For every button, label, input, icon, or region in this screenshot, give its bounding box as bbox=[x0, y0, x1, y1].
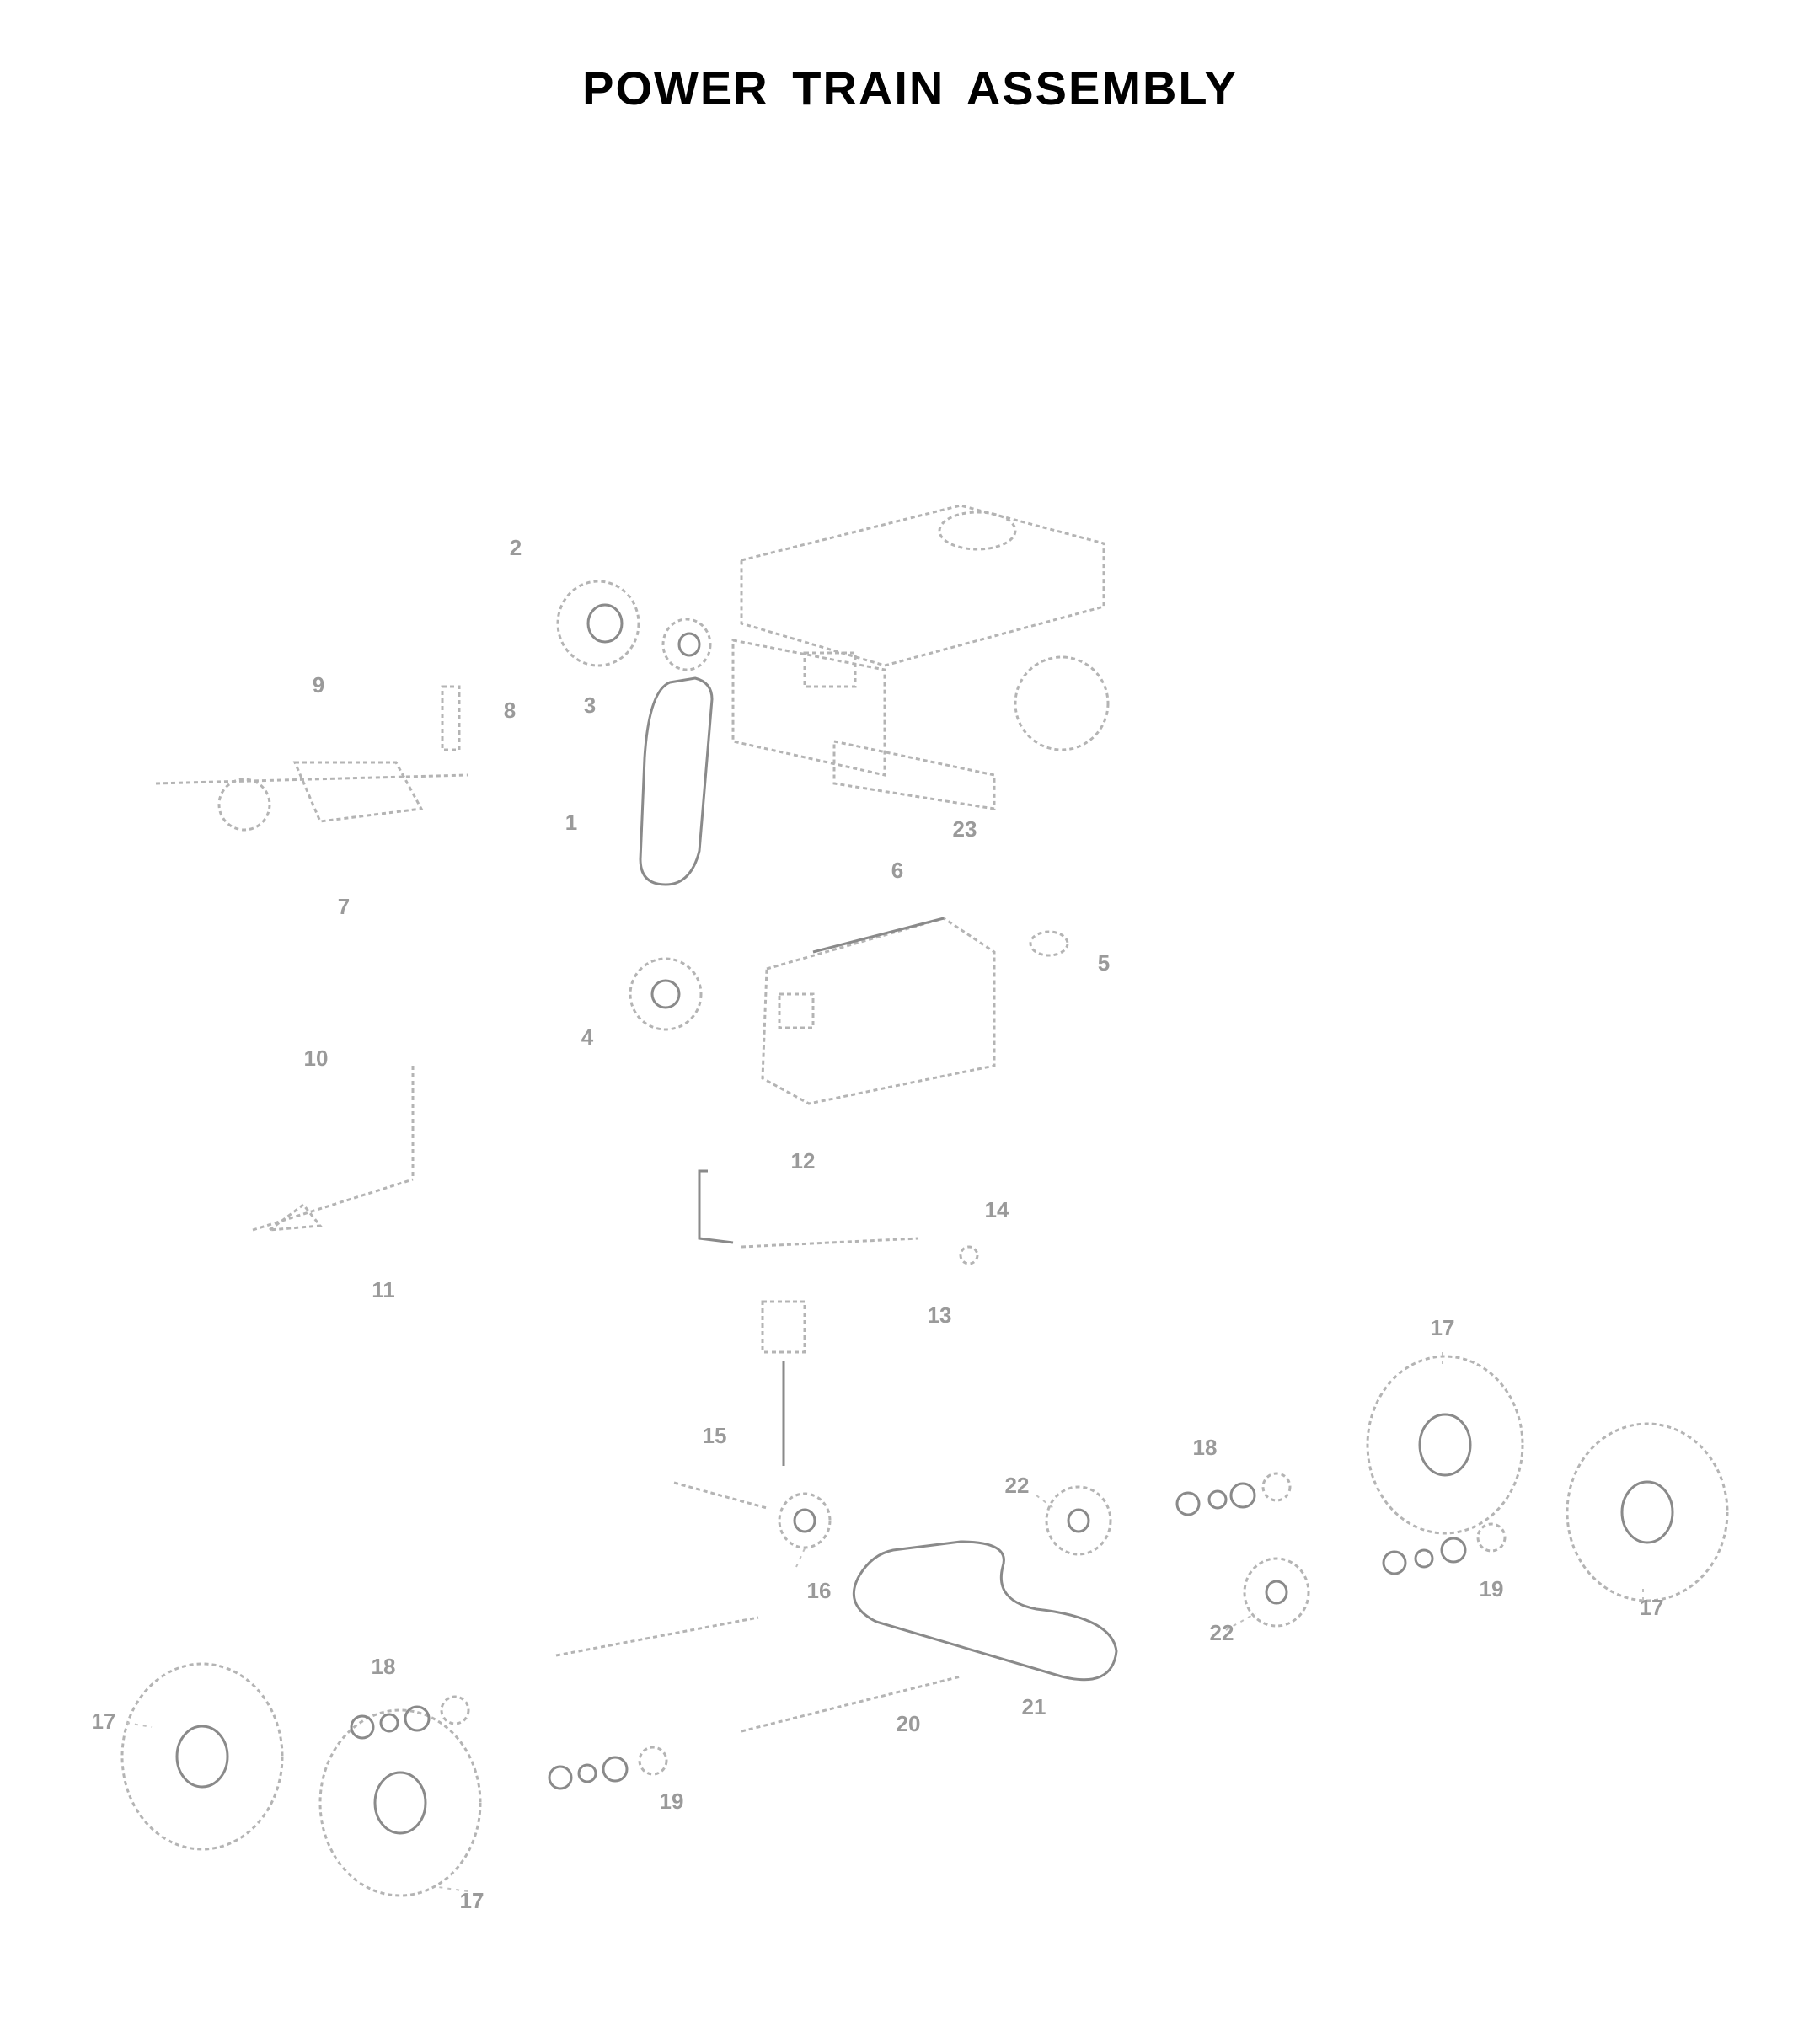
callout-13: 13 bbox=[928, 1302, 952, 1328]
idler-arm-assembly bbox=[155, 685, 468, 832]
bearing-stack-2 bbox=[1382, 1522, 1507, 1575]
shift-rod bbox=[252, 1066, 415, 1232]
upper-drive-belt bbox=[639, 676, 714, 886]
hub-upper bbox=[1045, 1485, 1112, 1556]
hub-lower bbox=[1243, 1557, 1310, 1628]
lower-drive-belt bbox=[852, 1540, 1118, 1682]
callout-16: 16 bbox=[807, 1578, 832, 1603]
callout-11: 11 bbox=[372, 1277, 395, 1302]
callout-8: 8 bbox=[504, 698, 516, 723]
callout-3: 3 bbox=[584, 692, 596, 718]
bearing-stack-3 bbox=[350, 1695, 470, 1740]
callout-17-upper-right: 17 bbox=[1431, 1315, 1455, 1340]
callout-7: 7 bbox=[338, 894, 350, 919]
callout-22-upper: 22 bbox=[1005, 1473, 1030, 1498]
engine-pulley bbox=[661, 618, 712, 671]
bearing-stack-4 bbox=[548, 1746, 668, 1790]
callout-22-lower: 22 bbox=[1210, 1620, 1234, 1645]
transmission bbox=[629, 917, 1069, 1105]
callout-21: 21 bbox=[1022, 1694, 1046, 1719]
callout-23: 23 bbox=[953, 816, 977, 842]
callout-15: 15 bbox=[703, 1423, 727, 1448]
wheels bbox=[120, 1355, 1729, 1897]
callout-12: 12 bbox=[791, 1148, 816, 1174]
axle-shafts bbox=[555, 1616, 961, 1733]
callout-17-lower-left: 17 bbox=[92, 1708, 116, 1734]
page-title: POWER TRAIN ASSEMBLY bbox=[582, 61, 1238, 115]
callout-6: 6 bbox=[891, 858, 903, 883]
callout-10: 10 bbox=[304, 1045, 329, 1071]
callout-17-far-right: 17 bbox=[1640, 1595, 1664, 1620]
callout-19-lower: 19 bbox=[660, 1789, 684, 1814]
clutch-assembly bbox=[698, 1169, 979, 1466]
hubs bbox=[1045, 1485, 1310, 1628]
leader-lines bbox=[126, 1352, 1644, 1892]
callout-19-right: 19 bbox=[1480, 1576, 1504, 1602]
callout-18-upper: 18 bbox=[1193, 1435, 1218, 1460]
callout-5: 5 bbox=[1098, 950, 1110, 976]
callout-9: 9 bbox=[313, 672, 324, 698]
bearing-stacks bbox=[350, 1472, 1507, 1790]
wheel-lower-center bbox=[318, 1708, 482, 1897]
callout-4: 4 bbox=[581, 1024, 594, 1050]
bearing-stack-1 bbox=[1175, 1472, 1292, 1516]
wheel-lower-left bbox=[120, 1662, 284, 1851]
callout-20: 20 bbox=[897, 1711, 921, 1736]
callout-1: 1 bbox=[565, 810, 577, 835]
callout-14: 14 bbox=[985, 1197, 1009, 1222]
wheel-upper-right bbox=[1366, 1355, 1524, 1535]
callout-2: 2 bbox=[510, 535, 522, 560]
drive-pulley bbox=[556, 580, 640, 667]
output-pulley bbox=[673, 1481, 832, 1549]
callout-18-lower: 18 bbox=[372, 1654, 396, 1679]
wheel-far-right bbox=[1566, 1422, 1729, 1602]
part-callouts: 2 9 8 3 1 23 6 7 5 4 10 12 14 11 13 17 1… bbox=[92, 535, 1664, 1913]
callout-17-lower-center: 17 bbox=[460, 1888, 484, 1913]
engine bbox=[731, 504, 1110, 810]
